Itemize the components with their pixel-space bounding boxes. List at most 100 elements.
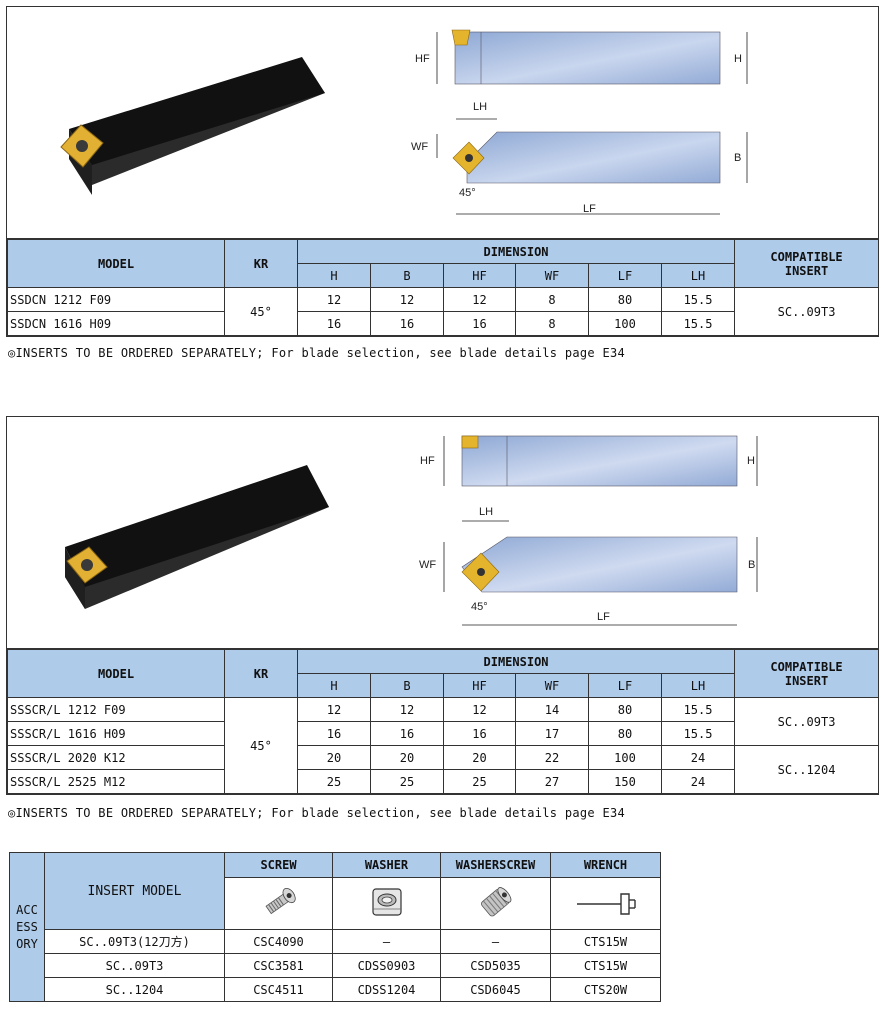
tool-panel-ssscr: HF H LH WF B 45° LF: [6, 416, 880, 795]
header-col-wf: WF: [515, 263, 589, 288]
cell-b: 25: [370, 769, 444, 794]
cell-washer: CDSS1204: [332, 977, 441, 1002]
dim-label-wf: WF: [411, 141, 428, 153]
cell-washerscrew: CSD6045: [440, 977, 551, 1002]
dim-label-h: H: [747, 455, 755, 467]
tool-illustration: HF H LH WF B 45° LF: [65, 435, 758, 626]
cell-screw: CSC4511: [224, 977, 333, 1002]
accessory-label-line1: ACC: [16, 902, 38, 917]
tool-illustration: HF H LH WF B 45° LF: [60, 29, 748, 215]
table-row: SSDCN 1616 H09 16 16 16 8 100 15.5: [7, 311, 879, 336]
cell-insert: SC..09T3: [734, 697, 880, 746]
cell-lf: 80: [588, 287, 662, 312]
dim-label-wf: WF: [419, 559, 436, 571]
washer-icon: [332, 877, 441, 930]
cell-model: SSDCN 1616 H09: [7, 311, 225, 336]
cell-model: SSSCR/L 2020 K12: [7, 745, 225, 770]
cell-h: 12: [297, 287, 371, 312]
header-compatible-line1: COMPATIBLE: [770, 659, 843, 674]
header-col-lh: LH: [660, 263, 736, 288]
cell-b: 16: [370, 721, 444, 746]
cell-screw: CSC4090: [224, 929, 333, 954]
cell-insert: SC..09T3: [734, 287, 880, 336]
cell-h: 20: [297, 745, 371, 770]
cell-washer: —: [332, 929, 441, 954]
header-compatible-insert: COMPATIBLE INSERT: [734, 649, 880, 698]
side-view-drawing: HF H: [415, 29, 748, 85]
header-washer: WASHER: [332, 852, 441, 878]
table-row: SSSCR/L 2020 K12 20 20 20 22 100 24 SC..…: [7, 745, 880, 794]
cell-hf: 12: [443, 287, 516, 312]
cell-washerscrew: —: [440, 929, 551, 954]
tool-panel-ssdcn: HF H LH WF B 45° LF: [6, 6, 880, 337]
header-col-lf: LF: [588, 673, 662, 698]
cell-lf: 80: [588, 721, 662, 746]
cell-kr: 45°: [224, 697, 298, 794]
header-col-h: H: [297, 673, 371, 698]
header-col-b: B: [370, 263, 444, 288]
header-model: MODEL: [7, 649, 225, 698]
dim-label-hf: HF: [415, 53, 430, 65]
spec-table-ssdcn: MODEL KR DIMENSION COMPATIBLE INSERT H B…: [7, 239, 880, 336]
cell-hf: 16: [443, 311, 516, 336]
header-kr: KR: [224, 239, 298, 288]
accessory-side-label: ACC ESS ORY: [9, 852, 45, 1002]
cell-lh: 24: [660, 769, 736, 794]
cell-model: SSSCR/L 2525 M12: [7, 769, 225, 794]
screw-icon: [224, 877, 333, 930]
dim-label-b: B: [734, 152, 741, 164]
table-row: SSDCN 1212 F09 45° 12 12 12 8 80 15.5 SC…: [7, 287, 880, 336]
cell-lh: 15.5: [660, 697, 736, 722]
cell-screw: CSC3581: [224, 953, 333, 978]
header-compatible-line2: INSERT: [784, 673, 829, 688]
cell-wf: 27: [515, 769, 589, 794]
cell-wf: 22: [515, 745, 589, 770]
header-model: MODEL: [7, 239, 225, 288]
cell-lf: 100: [588, 745, 662, 770]
header-washerscrew: WASHERSCREW: [440, 852, 551, 878]
cell-hf: 20: [443, 745, 516, 770]
order-note: ◎INSERTS TO BE ORDERED SEPARATELY; For b…: [8, 806, 626, 820]
cell-hf: 16: [443, 721, 516, 746]
cell-h: 25: [297, 769, 371, 794]
cell-hf: 12: [443, 697, 516, 722]
cell-h: 12: [297, 697, 371, 722]
table-row: SSSCR/L 1616 H09 16 16 16 17 80 15.5: [7, 721, 879, 746]
cell-wf: 8: [515, 287, 589, 312]
header-col-wf: WF: [515, 673, 589, 698]
spec-table-ssscr: MODEL KR DIMENSION COMPATIBLE INSERT H B…: [7, 649, 880, 794]
header-compatible-line2: INSERT: [784, 263, 829, 278]
header-wrench: WRENCH: [550, 852, 661, 878]
dim-label-angle: 45°: [471, 601, 488, 613]
cell-lh: 15.5: [660, 287, 736, 312]
dim-label-angle: 45°: [459, 187, 476, 199]
cell-washerscrew: CSD5035: [440, 953, 551, 978]
header-compatible-line1: COMPATIBLE: [770, 249, 843, 264]
cell-insert-model: SC..09T3: [44, 953, 225, 978]
dim-label-lf: LF: [597, 611, 610, 623]
cell-washer: CDSS0903: [332, 953, 441, 978]
cell-wrench: CTS15W: [550, 953, 661, 978]
dim-label-lh: LH: [479, 506, 493, 518]
header-screw: SCREW: [224, 852, 333, 878]
accessory-table-wrapper: ACC ESS ORY INSERT MODEL SCREW WASHER WA…: [9, 852, 661, 1002]
cell-lf: 100: [588, 311, 662, 336]
cell-insert-model: SC..09T3(12刀方): [44, 929, 225, 954]
cell-lf: 80: [588, 697, 662, 722]
cell-insert: SC..1204: [734, 745, 880, 794]
accessory-label-line2: ESS: [16, 919, 38, 934]
header-col-lh: LH: [660, 673, 736, 698]
cell-wf: 17: [515, 721, 589, 746]
dim-label-b: B: [748, 559, 755, 571]
accessory-table: ACC ESS ORY INSERT MODEL SCREW WASHER WA…: [9, 852, 661, 1002]
dim-label-lh: LH: [473, 101, 487, 113]
cell-h: 16: [297, 721, 371, 746]
order-note: ◎INSERTS TO BE ORDERED SEPARATELY; For b…: [8, 346, 626, 360]
wrench-icon: [550, 877, 661, 930]
dim-label-h: H: [734, 53, 742, 65]
header-compatible-insert: COMPATIBLE INSERT: [734, 239, 880, 288]
cell-lh: 24: [660, 745, 736, 770]
cell-lh: 15.5: [660, 721, 736, 746]
cell-wf: 14: [515, 697, 589, 722]
dim-label-lf: LF: [583, 203, 596, 215]
